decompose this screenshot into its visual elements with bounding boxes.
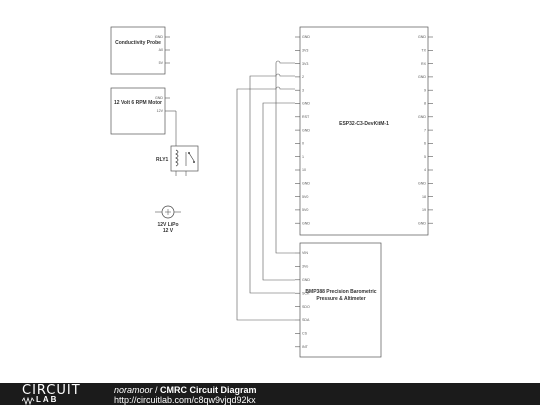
- esp32-c3-devkitm-1[interactable]: ESP32-C3-DevKitM-1 GND3V33V323GNDRSTGND0…: [295, 26, 433, 236]
- probe-title: Conductivity Probe: [115, 40, 161, 46]
- footer-bar: CIRCUIT LAB noramoor / CMRC Circuit Diag…: [0, 383, 540, 405]
- esp32-right-pin-11-gnd: GND: [418, 182, 426, 186]
- esp32-right-pin-12-18: 18: [422, 195, 426, 199]
- footer-title: noramoor / CMRC Circuit Diagram: [114, 385, 257, 395]
- bmp388-pin-6-cs: CS: [302, 332, 308, 336]
- esp32-right-pin-7-7: 7: [424, 128, 426, 132]
- esp32-left-pin-13-5v0: 5V0: [302, 208, 308, 212]
- motor-pin-12v: 12V: [157, 109, 164, 113]
- esp32-left-pin-1-3v3: 3V3: [302, 49, 308, 53]
- logo-text-bottom: LAB: [36, 395, 59, 404]
- schematic-svg: Conductivity Probe GND A0 5V 12 Volt 6 R…: [110, 26, 433, 358]
- conductivity-probe[interactable]: Conductivity Probe GND A0 5V: [110, 26, 170, 75]
- esp32-right-pin-9-5: 5: [424, 155, 426, 159]
- esp32-left-pin-10-10: 10: [302, 168, 306, 172]
- bmp388-pin-7-int: INT: [302, 345, 309, 349]
- circuit-title: CMRC Circuit Diagram: [160, 385, 257, 395]
- circuit-url[interactable]: http://circuitlab.com/c8qw9vjqd92kx: [114, 395, 256, 405]
- logo-wave-icon: [22, 397, 35, 405]
- esp32-right-pin-0-gnd: GND: [418, 35, 426, 39]
- esp32-left-pin-9-1: 1: [302, 155, 304, 159]
- battery-label: 12V LiPo: [157, 222, 178, 228]
- esp32-right-pin-2-rx: RX: [421, 62, 427, 66]
- esp32-title: ESP32-C3-DevKitM-1: [339, 121, 389, 127]
- relay-switch-icon: [188, 152, 195, 162]
- esp32-left-pin-14-gnd: GND: [302, 221, 310, 225]
- battery-voltage: 12 V: [163, 228, 174, 234]
- title-separator: /: [152, 385, 161, 395]
- bmp388-pin-4-sdo: SDO: [302, 305, 310, 309]
- esp32-left-pin-12-5v0: 5V0: [302, 195, 308, 199]
- probe-pin-gnd: GND: [155, 35, 163, 39]
- esp32-left-pin-7-gnd: GND: [302, 128, 310, 132]
- bmp388-pin-0-vin: VIN: [302, 251, 308, 255]
- motor-title: 12 Volt 6 RPM Motor: [114, 100, 162, 106]
- esp32-right-pin-5-8: 8: [424, 102, 426, 106]
- wire-3-sda: [236, 86, 295, 321]
- esp32-right-pin-1-tx: TX: [421, 49, 426, 53]
- esp32-right-pin-10-4: 4: [424, 168, 426, 172]
- esp32-right-pin-8-6: 6: [424, 142, 426, 146]
- relay-rly1[interactable]: RLY1: [156, 111, 199, 176]
- bmp388-pin-3-sck: SCK: [302, 291, 310, 295]
- bmp388-pin-1-3vo: 3Vo: [302, 265, 308, 269]
- esp32-left-pin-8-0: 0: [302, 142, 304, 146]
- bmp388-title-line1: BMP388 Precision Barometric: [305, 289, 376, 295]
- esp32-left-pin-4-3: 3: [302, 88, 304, 92]
- esp32-right-pin-4-9: 9: [424, 88, 426, 92]
- wire-3v3-vin: [275, 60, 295, 254]
- author-link[interactable]: noramoor: [114, 385, 153, 395]
- circuitlab-logo[interactable]: CIRCUIT LAB: [22, 383, 81, 405]
- relay-label: RLY1: [156, 157, 169, 163]
- probe-pin-5v: 5V: [159, 61, 164, 65]
- motor-pin-gnd: GND: [155, 96, 163, 100]
- esp32-left-pin-3-2: 2: [302, 75, 304, 79]
- bmp388-pin-5-sda: SDA: [302, 318, 310, 322]
- wire-gnd: [262, 102, 295, 281]
- battery-12v-lipo[interactable]: 12V LiPo 12 V: [155, 205, 181, 234]
- esp32-right-pin-14-gnd: GND: [418, 221, 426, 225]
- wire-2-sck: [249, 73, 295, 294]
- esp32-left-pin-0-gnd: GND: [302, 35, 310, 39]
- probe-pin-a0: A0: [159, 48, 163, 52]
- bmp388-pin-2-gnd: GND: [302, 278, 310, 282]
- relay-coil-icon: [175, 149, 179, 167]
- logo-text-top: CIRCUIT: [22, 383, 81, 398]
- bmp388-title-line2: Pressure & Altimeter: [316, 296, 365, 302]
- esp32-left-pin-6-rst: RST: [302, 115, 310, 119]
- esp32-left-pin-11-gnd: GND: [302, 182, 310, 186]
- bmp388-sensor[interactable]: BMP388 Precision Barometric Pressure & A…: [295, 242, 382, 358]
- esp32-right-pin-3-gnd: GND: [418, 75, 426, 79]
- esp32-right-pin-6-gnd: GND: [418, 115, 426, 119]
- esp32-left-pin-2-3v3: 3V3: [302, 62, 308, 66]
- schematic-canvas: Conductivity Probe GND A0 5V 12 Volt 6 R…: [110, 26, 433, 358]
- esp32-right-pin-13-19: 19: [422, 208, 426, 212]
- wires: [236, 60, 295, 321]
- motor[interactable]: 12 Volt 6 RPM Motor GND 12V: [110, 87, 176, 135]
- esp32-left-pin-5-gnd: GND: [302, 102, 310, 106]
